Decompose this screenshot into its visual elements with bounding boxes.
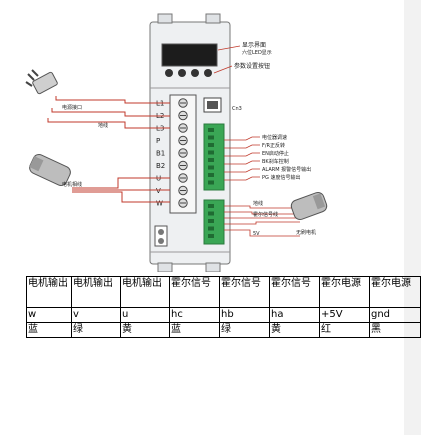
table-header-cell: 电机输出 bbox=[120, 276, 170, 308]
table-header-cell: 霍尔信号 bbox=[219, 276, 270, 308]
terminal-label: V bbox=[156, 187, 161, 195]
display-label: 显示界面 bbox=[242, 42, 266, 49]
terminal-label: P bbox=[156, 137, 160, 145]
table-header-cell: 霍尔电源 bbox=[319, 276, 370, 308]
led-display bbox=[161, 43, 218, 67]
table-cell: ha bbox=[269, 307, 320, 323]
power-interface-label: 电源接口 bbox=[62, 104, 82, 111]
signal-label: EN启动停止 bbox=[262, 150, 289, 157]
table-cell: 黄 bbox=[269, 322, 320, 338]
hall-5v-label: 5V bbox=[253, 231, 260, 237]
power-terminal-block bbox=[169, 94, 197, 214]
signal-label: PG 速度信号输出 bbox=[262, 174, 300, 181]
table-cell: v bbox=[71, 307, 121, 323]
table-cell: 蓝 bbox=[169, 322, 220, 338]
table-header-cell: 霍尔信号 bbox=[269, 276, 320, 308]
cn3-label: Cn3 bbox=[232, 106, 242, 112]
table-cell: hc bbox=[169, 307, 220, 323]
table-cell: +5V bbox=[319, 307, 370, 323]
signal-connector bbox=[203, 123, 225, 191]
table-header-cell: 霍尔电源 bbox=[369, 276, 421, 308]
ground-wire-label: 地线 bbox=[98, 122, 108, 129]
hall-signal-label: 霍尔信号线 bbox=[253, 211, 278, 218]
brushless-motor-icon bbox=[290, 191, 328, 221]
table-cell: gnd bbox=[369, 307, 421, 323]
table-cell: 绿 bbox=[71, 322, 121, 338]
table-cell: 蓝 bbox=[26, 322, 72, 338]
terminal-label: B1 bbox=[156, 150, 165, 158]
table-header-row: 电机输出电机输出电机输出霍尔信号霍尔信号霍尔信号霍尔电源霍尔电源 bbox=[26, 276, 421, 308]
signal-label: 电位器调速 bbox=[262, 134, 287, 141]
table-cell: w bbox=[26, 307, 72, 323]
table-cell: 黄 bbox=[120, 322, 170, 338]
hall-ground-label: 地线 bbox=[253, 200, 263, 207]
power-plug-icon bbox=[25, 69, 58, 95]
table-cell: 黑 bbox=[369, 322, 421, 338]
signal-label: ALARM 报警信号输出 bbox=[262, 166, 311, 173]
table-header-cell: 电机输出 bbox=[71, 276, 121, 308]
terminal-label: B2 bbox=[156, 162, 165, 170]
motor-phase-label: 电机相线 bbox=[62, 181, 82, 188]
table-cell: 红 bbox=[319, 322, 370, 338]
scrollbar-track[interactable] bbox=[404, 0, 421, 435]
table-cell: 绿 bbox=[219, 322, 270, 338]
brushless-motor-label: 无刷电机 bbox=[296, 229, 316, 236]
table-cell: hb bbox=[219, 307, 270, 323]
param-buttons[interactable] bbox=[165, 69, 212, 77]
param-button-label: 参数设置按钮 bbox=[234, 62, 270, 70]
signal-label: BK刹车控制 bbox=[262, 158, 289, 165]
display-sub-label: 六位LED显示 bbox=[242, 49, 272, 56]
table-header-cell: 电机输出 bbox=[26, 276, 72, 308]
table-header-cell: 霍尔信号 bbox=[169, 276, 220, 308]
signal-label: F/R正反转 bbox=[262, 142, 285, 149]
table-row: 蓝绿黄蓝绿黄红黑 bbox=[26, 322, 421, 338]
table-cell: u bbox=[120, 307, 170, 323]
motor-icon bbox=[29, 153, 71, 187]
terminal-label: W bbox=[156, 200, 163, 208]
